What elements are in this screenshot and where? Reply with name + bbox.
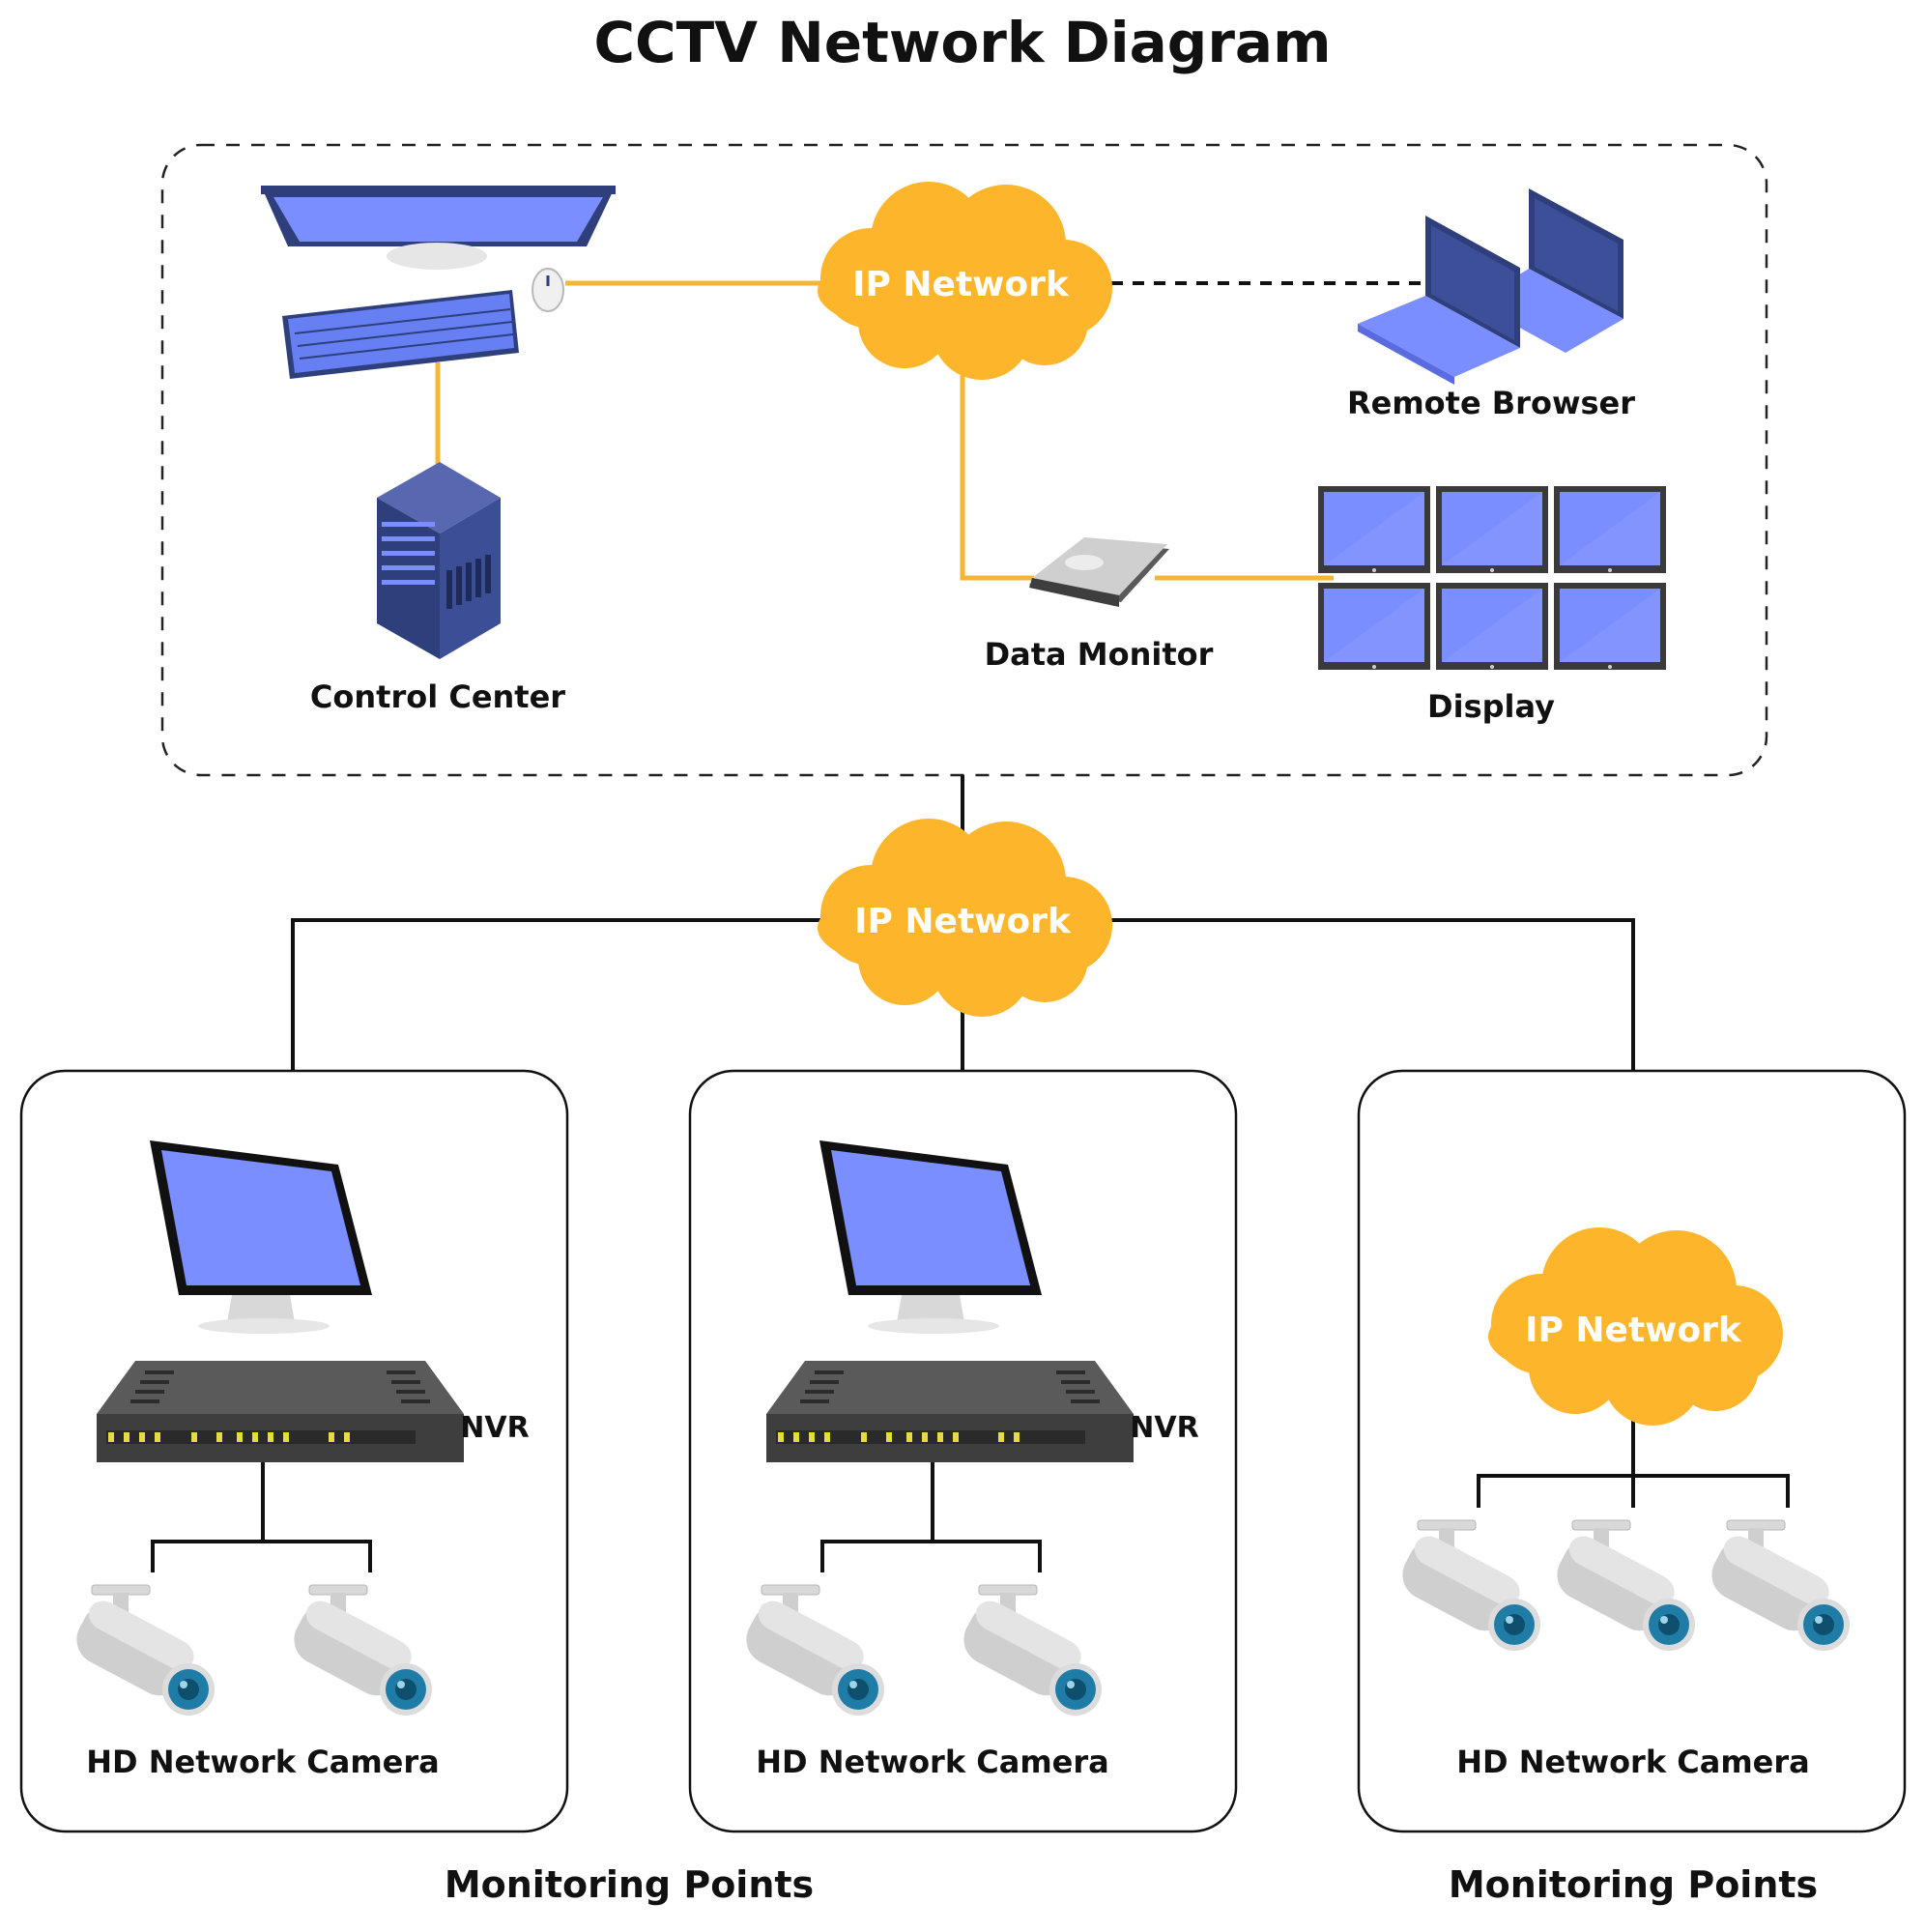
camera-bus	[1477, 1474, 1790, 1508]
monitoring-points-label-left: Monitoring Points	[445, 1863, 814, 1906]
camera-label: HD Network Camera	[756, 1744, 1109, 1780]
nvr-label: NVR	[1130, 1411, 1198, 1445]
display-wall-icon	[1318, 486, 1666, 670]
nvr-ports	[776, 1430, 1085, 1444]
link-cloud-to-data-monitor	[960, 353, 1034, 581]
link-nvr-to-camera-right	[263, 1540, 372, 1572]
desktop-monitor-icon	[261, 186, 616, 270]
middle-cloud-label: IP Network	[854, 902, 1072, 941]
data-monitor-icon	[1029, 537, 1169, 607]
page-title: CCTV Network Diagram	[593, 10, 1331, 75]
monitoring-points-label-right: Monitoring Points	[1449, 1863, 1818, 1906]
top-cloud-label: IP Network	[852, 265, 1070, 304]
laptop-icon	[1358, 188, 1623, 385]
monitoring-point-2: NVR HD Network Camera	[688, 1069, 1238, 1833]
control-center-label: Control Center	[310, 678, 565, 715]
box-cloud-label: IP Network	[1525, 1311, 1742, 1350]
server-icon	[377, 462, 501, 659]
nvr-ports	[106, 1430, 416, 1444]
nvr-icon	[97, 1361, 464, 1462]
remote-browser-label: Remote Browser	[1347, 385, 1635, 421]
link-nvr-to-cameras	[151, 1462, 265, 1572]
nvr-label: NVR	[460, 1411, 529, 1445]
nvr-icon	[766, 1361, 1134, 1462]
camera-label: HD Network Camera	[1456, 1744, 1810, 1780]
mouse-icon	[532, 268, 564, 312]
link-middle-cloud-right	[1106, 918, 1635, 1071]
monitoring-point-1: NVR HD Network Camera	[19, 1069, 569, 1833]
display-label: Display	[1427, 688, 1555, 725]
control-zone-border	[160, 143, 1768, 777]
link-middle-cloud-left	[291, 918, 821, 1071]
camera-label: HD Network Camera	[86, 1744, 440, 1780]
data-monitor-label: Data Monitor	[985, 636, 1214, 673]
link-nvr-to-camera-right	[933, 1540, 1042, 1572]
monitoring-point-3: IP Network HD Network Camera	[1357, 1069, 1907, 1833]
keyboard-icon	[282, 290, 519, 379]
link-nvr-to-cameras	[820, 1462, 934, 1572]
